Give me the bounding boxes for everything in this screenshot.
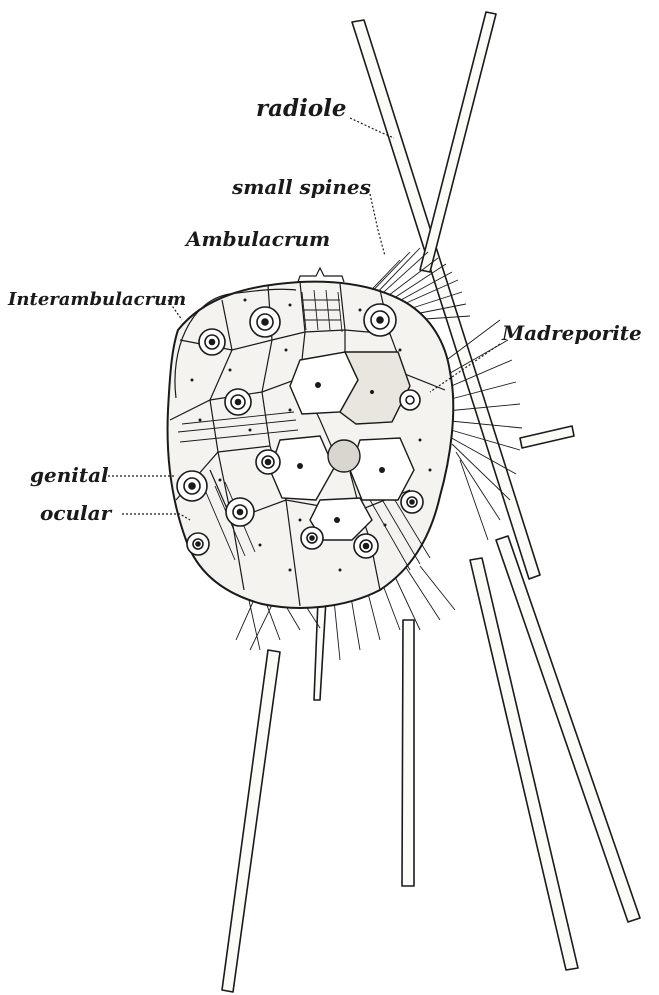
radiole-spine-top-right — [420, 12, 496, 272]
label-interambulacrum: Interambulacrum — [7, 289, 186, 310]
label-ocular: ocular — [40, 501, 113, 525]
label-madreporite: Madreporite — [501, 321, 642, 345]
label-ambulacrum: Ambulacrum — [184, 227, 330, 251]
radiole-spine-lower-middle — [402, 620, 414, 886]
label-genital: genital — [30, 463, 109, 487]
small-spines-leader — [370, 194, 385, 256]
ambulacrum-bracket — [298, 268, 344, 282]
radiole-spine-right-stub — [520, 426, 574, 448]
label-small-spines: small spines — [231, 175, 371, 199]
radiole-spine-lower-left — [222, 650, 280, 992]
periproct — [328, 440, 360, 472]
label-radiole: radiole — [256, 95, 347, 122]
test-body — [168, 282, 454, 608]
radiole-spine-short-1 — [314, 600, 326, 700]
